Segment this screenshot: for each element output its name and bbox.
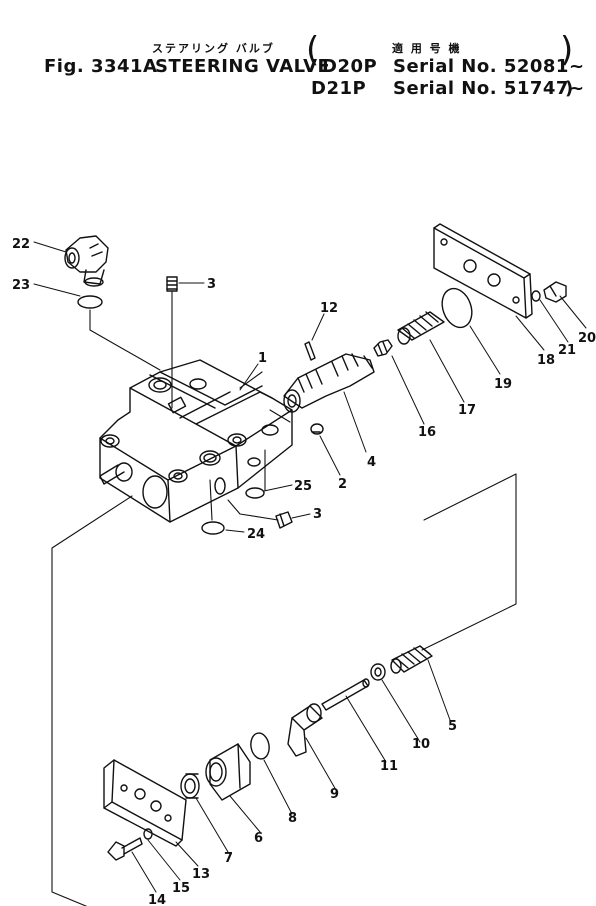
model-2: D21P (311, 78, 367, 99)
label-3-top: 3 (207, 277, 216, 292)
assembly-lines (51, 291, 517, 906)
title-english: STEERING VALVE (155, 56, 331, 77)
label-2: 2 (338, 477, 347, 492)
part-2-plug (310, 423, 324, 435)
label-13: 13 (192, 867, 210, 882)
serial-2: Serial No. 51747~ (393, 78, 585, 99)
part-19-o-ring (441, 287, 473, 329)
model-1: D20P (322, 56, 378, 77)
label-18: 18 (537, 353, 555, 368)
part-4-spool (283, 353, 375, 413)
title-japanese: ステアリング バルブ (152, 42, 275, 55)
label-25: 25 (294, 479, 312, 494)
close-paren-2: ) (565, 78, 574, 99)
label-1: 1 (258, 351, 267, 366)
figure-number: Fig. 3341A (44, 56, 158, 77)
part-18-plate (433, 223, 533, 319)
part-3-plug-top (166, 276, 178, 292)
label-24: 24 (247, 527, 265, 542)
part-17-spring (397, 311, 445, 345)
label-22: 22 (12, 237, 30, 252)
valve-body (99, 359, 293, 523)
label-10: 10 (412, 737, 430, 752)
leader-lines (33, 241, 587, 893)
label-5: 5 (448, 719, 457, 734)
part-12-pin (304, 341, 316, 361)
part-9-piston (287, 703, 323, 757)
part-11-rod (321, 678, 370, 711)
label-12: 12 (320, 301, 338, 316)
close-paren-1: ) (560, 30, 574, 70)
part-14-bolt (107, 837, 143, 861)
applicable-models-label: 適 用 号 機 (392, 42, 462, 55)
part-24-o-ring (201, 521, 225, 535)
part-15-washer (143, 828, 153, 840)
label-11: 11 (380, 759, 398, 774)
part-7-retainer (180, 773, 200, 799)
label-21: 21 (558, 343, 576, 358)
part-23-o-ring (77, 295, 103, 309)
label-19: 19 (494, 377, 512, 392)
label-17: 17 (458, 403, 476, 418)
label-7: 7 (224, 851, 233, 866)
serial-1: Serial No. 52081~ (393, 56, 585, 77)
part-22-elbow-fitting (64, 235, 109, 287)
part-25-o-ring (245, 487, 265, 499)
label-23: 23 (12, 278, 30, 293)
label-8: 8 (288, 811, 297, 826)
open-paren: ( (306, 30, 320, 70)
part-16-spring (373, 339, 393, 357)
part-8-o-ring (250, 732, 270, 760)
label-9: 9 (330, 787, 339, 802)
label-20: 20 (578, 331, 596, 346)
part-labels: 22 23 3 1 12 4 2 16 17 19 18 21 20 25 24… (12, 237, 596, 906)
part-13-plate (103, 759, 187, 847)
label-16: 16 (418, 425, 436, 440)
part-20-bolt (543, 281, 567, 303)
label-6: 6 (254, 831, 263, 846)
part-5-spring (390, 645, 433, 674)
part-3-plug-lower (275, 511, 293, 529)
part-10-spacer (370, 663, 386, 681)
label-15: 15 (172, 881, 190, 896)
label-3-lower: 3 (313, 507, 322, 522)
part-21-washer (531, 290, 541, 302)
part-6-sleeve (205, 743, 251, 801)
label-14: 14 (148, 893, 166, 906)
label-4: 4 (367, 455, 376, 470)
